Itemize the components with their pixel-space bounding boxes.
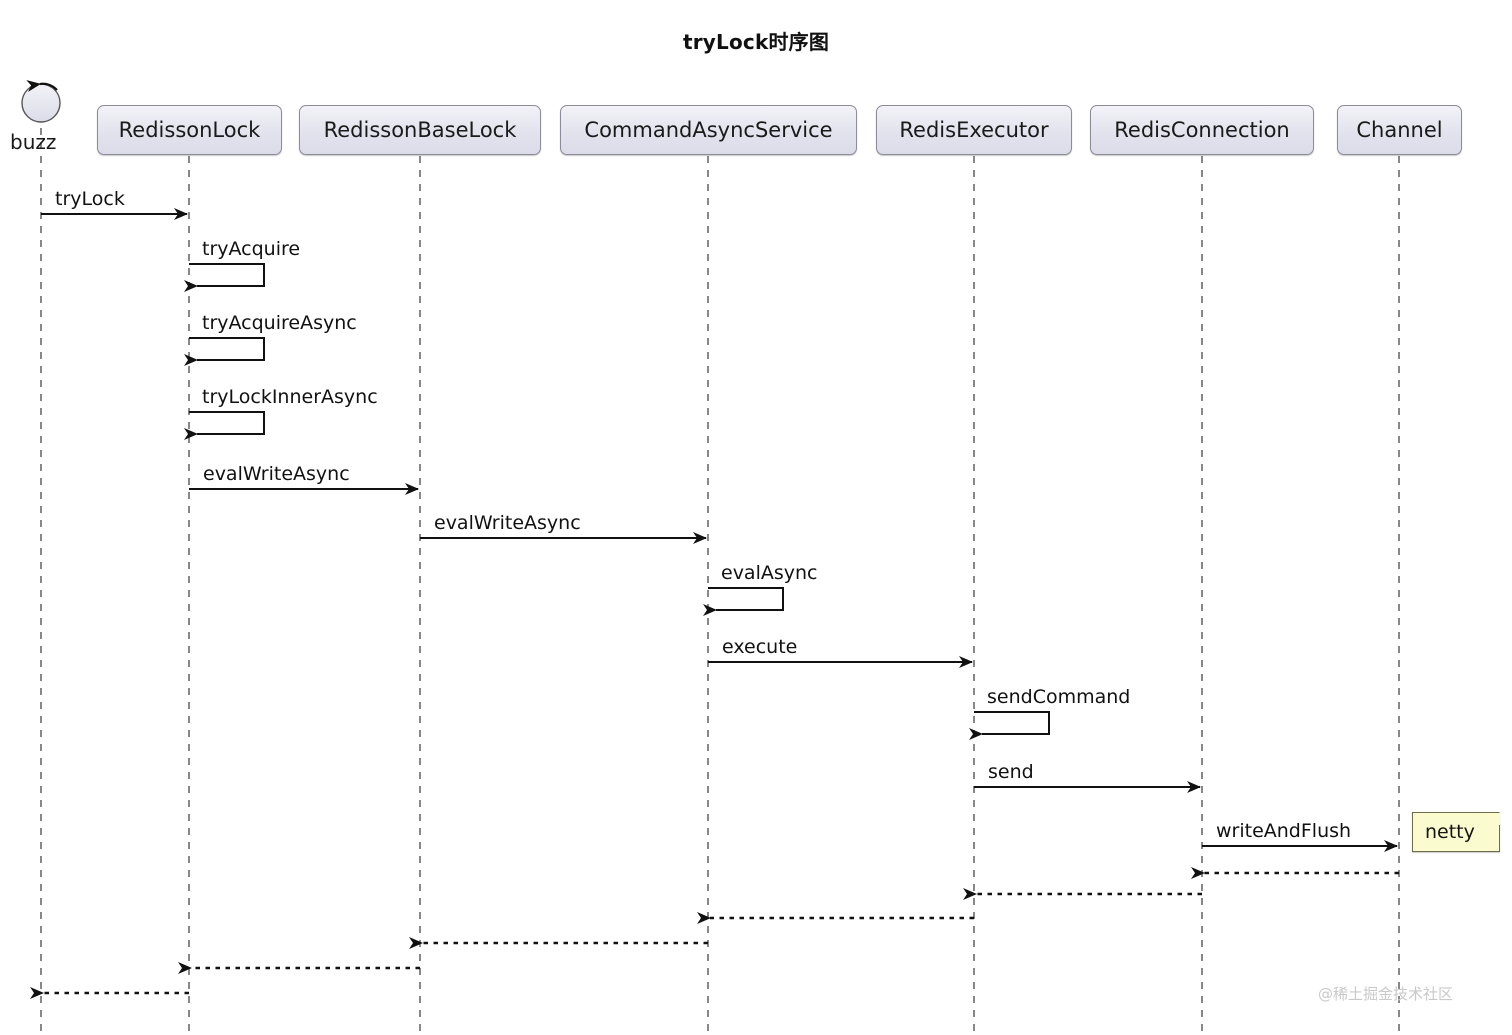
message-label-tryAcquireAsync: tryAcquireAsync bbox=[202, 312, 357, 334]
self-message-8 bbox=[969, 711, 1050, 740]
participant-redissonlock[interactable]: RedissonLock bbox=[97, 105, 282, 155]
message-label-evalWriteAsync: evalWriteAsync bbox=[203, 463, 350, 485]
message-label-evalAsync: evalAsync bbox=[721, 562, 818, 584]
participant-channel[interactable]: Channel bbox=[1337, 105, 1462, 155]
self-message-6 bbox=[703, 587, 784, 616]
note-fold-corner bbox=[1487, 812, 1500, 825]
self-message-2 bbox=[184, 337, 265, 366]
watermark: @稀土掘金技术社区 bbox=[1318, 985, 1454, 1003]
note-netty: netty bbox=[1412, 812, 1500, 852]
message-label-send: send bbox=[988, 761, 1034, 783]
self-message-1 bbox=[184, 263, 265, 292]
participant-label: RedissonLock bbox=[118, 118, 261, 142]
participant-label: CommandAsyncService bbox=[584, 118, 833, 142]
participant-label: RedisConnection bbox=[1114, 118, 1290, 142]
participant-redissonbaselock[interactable]: RedissonBaseLock bbox=[299, 105, 541, 155]
participant-label: RedisExecutor bbox=[899, 118, 1049, 142]
participant-redisconnection[interactable]: RedisConnection bbox=[1090, 105, 1314, 155]
participant-redisexecutor[interactable]: RedisExecutor bbox=[876, 105, 1072, 155]
message-label-tryAcquire: tryAcquire bbox=[202, 238, 301, 260]
message-label-execute: execute bbox=[722, 636, 798, 658]
participant-label: RedissonBaseLock bbox=[323, 118, 517, 142]
message-label-tryLockInnerAsync: tryLockInnerAsync bbox=[202, 386, 378, 408]
message-label-tryLock: tryLock bbox=[55, 188, 125, 210]
participant-commandasyncservice[interactable]: CommandAsyncService bbox=[560, 105, 857, 155]
page-title: tryLock时序图 bbox=[682, 30, 830, 54]
message-label-writeAndFlush: writeAndFlush bbox=[1216, 820, 1352, 842]
self-message-3 bbox=[184, 411, 265, 440]
message-label-evalWriteAsync: evalWriteAsync bbox=[434, 512, 581, 534]
participant-label: Channel bbox=[1356, 118, 1443, 142]
message-label-sendCommand: sendCommand bbox=[987, 686, 1131, 708]
actor-label: buzz bbox=[10, 130, 57, 154]
